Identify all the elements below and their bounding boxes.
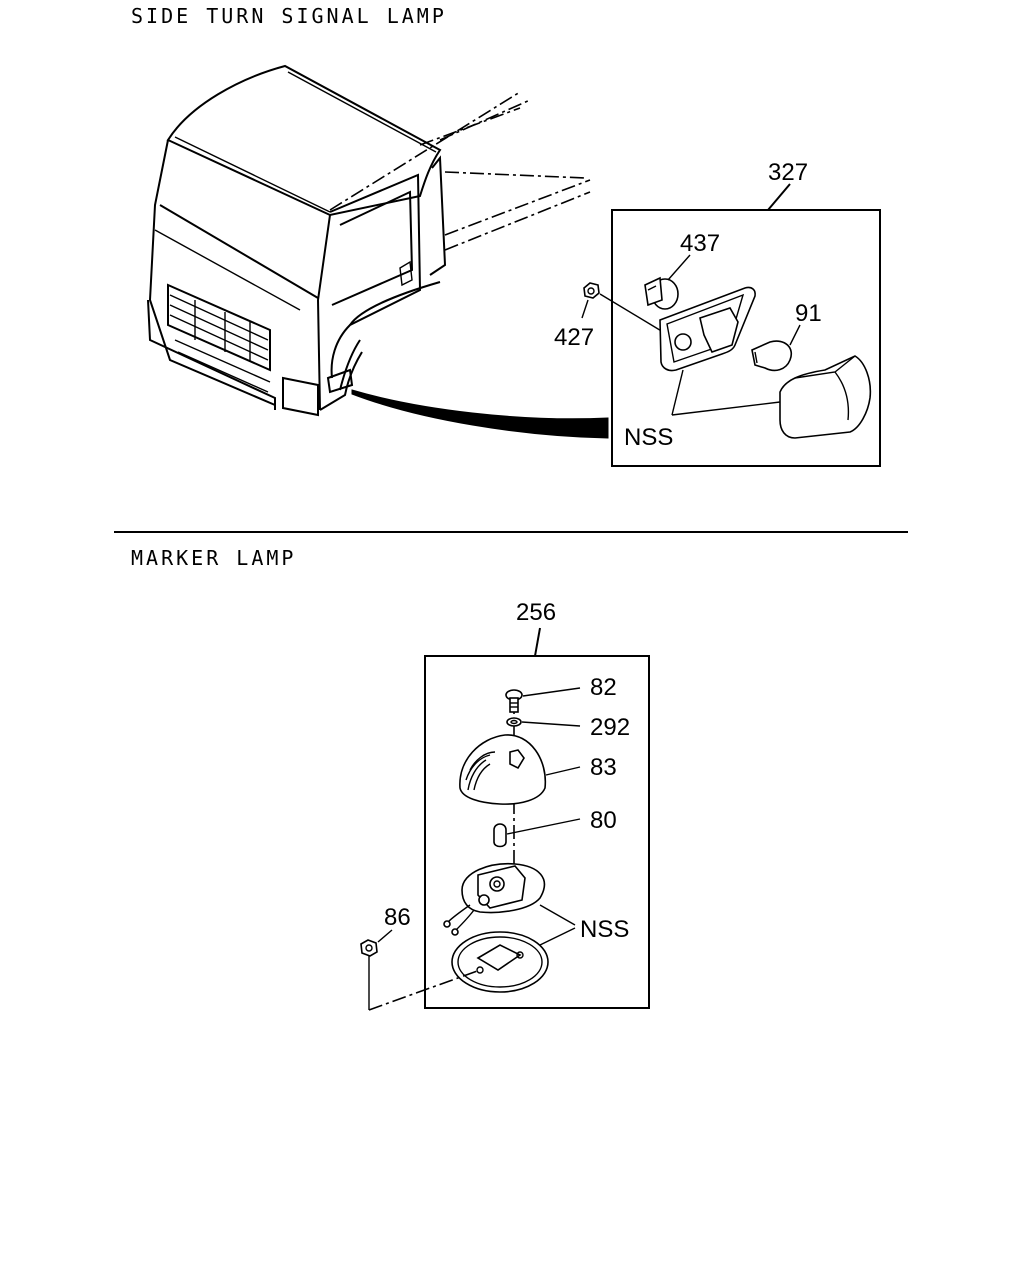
callout-86: 86 [384, 904, 411, 931]
callout-91: 91 [795, 300, 822, 327]
marker-lamp-detail-box [424, 655, 650, 1009]
callout-80: 80 [590, 807, 617, 834]
side-turn-signal-lamp-title: SIDE TURN SIGNAL LAMP [131, 4, 447, 28]
callout-427: 427 [554, 324, 594, 351]
marker-lamp-title: MARKER LAMP [131, 546, 297, 570]
callout-83: 83 [590, 754, 617, 781]
marker-lens-83 [459, 734, 581, 805]
callout-437: 437 [680, 230, 720, 257]
lamp-housing [659, 286, 781, 416]
nut-427 [581, 282, 669, 336]
callout-nss-top: NSS [624, 424, 673, 451]
marker-nut-86 [360, 929, 481, 1011]
truck-cab-illustration [147, 64, 591, 417]
callout-nss-bottom: NSS [580, 916, 629, 943]
detail-leader-wedge [351, 389, 609, 439]
side-turn-signal-detail-box [611, 209, 881, 467]
marker-bulb-80 [493, 818, 581, 848]
callout-256: 256 [516, 599, 556, 626]
callout-292: 292 [590, 714, 630, 741]
marker-base [443, 862, 576, 936]
socket-437 [644, 254, 691, 310]
callout-82: 82 [590, 674, 617, 701]
marker-gasket [451, 927, 576, 993]
callout-327: 327 [768, 159, 808, 186]
bulb-91 [751, 324, 801, 372]
screw-82 [505, 687, 581, 713]
turn-signal-lens [779, 355, 872, 439]
washer-292 [506, 717, 581, 727]
